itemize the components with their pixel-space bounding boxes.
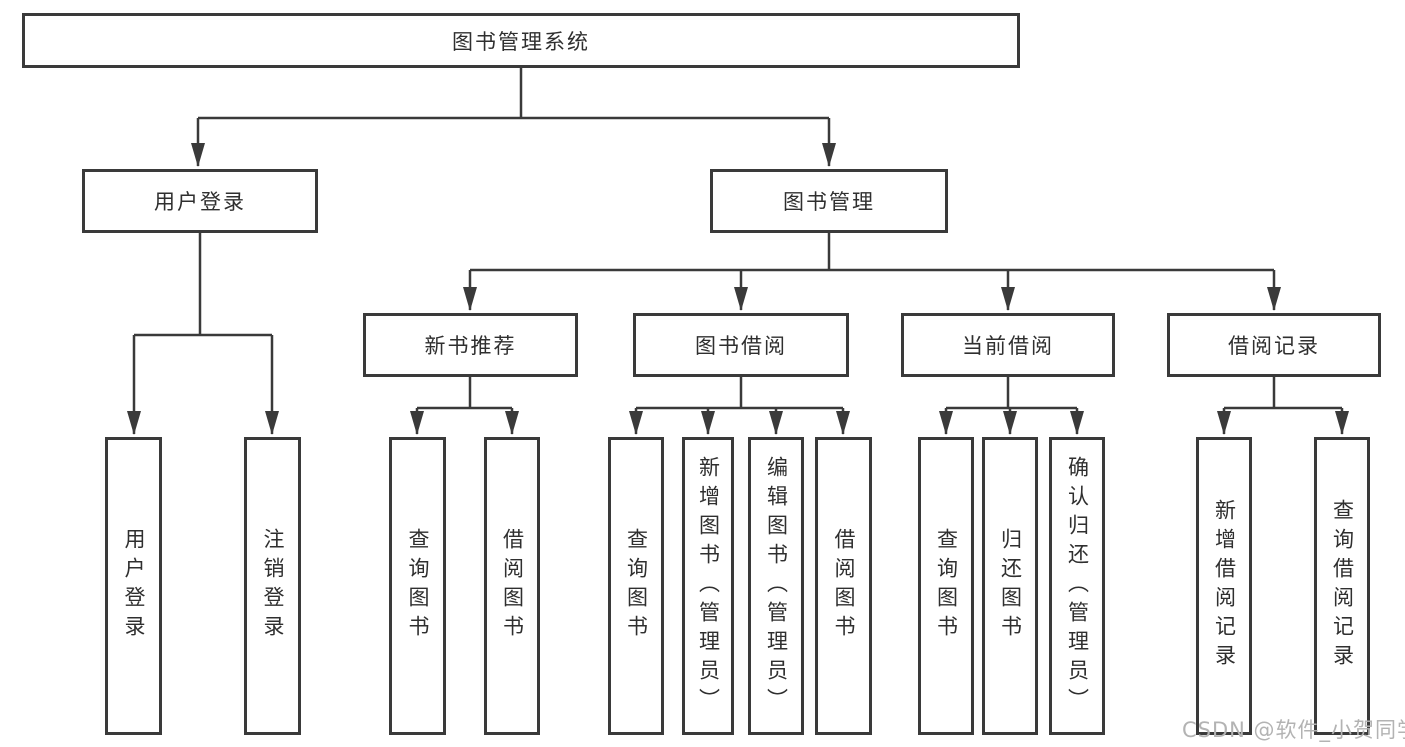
- node-current-borrow: 当前借阅: [901, 313, 1115, 377]
- node-label: 确认归还（管理员）: [1065, 455, 1090, 717]
- node-book-borrow: 图书借阅: [633, 313, 849, 377]
- node-label: 当前借阅: [962, 334, 1054, 358]
- node-label: 注销登录: [261, 528, 285, 644]
- leaf-logout: 注销登录: [244, 437, 301, 735]
- leaf-query-books-recommend: 查询图书: [389, 437, 446, 735]
- node-label: 新增图书（管理员）: [696, 455, 721, 717]
- leaf-user-login: 用户登录: [105, 437, 162, 735]
- node-label: 查询图书: [624, 528, 649, 644]
- node-book-management: 图书管理: [710, 169, 948, 233]
- leaf-query-books-current: 查询图书: [918, 437, 974, 735]
- node-label: 归还图书: [998, 528, 1023, 644]
- node-label: 图书管理: [783, 190, 875, 214]
- node-label: 新增借阅记录: [1212, 499, 1237, 673]
- node-borrow-records: 借阅记录: [1167, 313, 1381, 377]
- node-label: 借阅图书: [500, 528, 525, 644]
- node-label: 用户登录: [154, 190, 246, 214]
- node-label: 借阅记录: [1228, 334, 1320, 358]
- node-label: 编辑图书（管理员）: [764, 455, 789, 717]
- node-label: 用户登录: [122, 528, 146, 644]
- leaf-query-books-borrow: 查询图书: [608, 437, 664, 735]
- node-label: 借阅图书: [832, 528, 856, 644]
- leaf-query-borrow-record: 查询借阅记录: [1314, 437, 1370, 735]
- node-label: 图书借阅: [695, 334, 787, 358]
- node-label: 查询图书: [934, 528, 959, 644]
- leaf-add-book-admin: 新增图书（管理员）: [682, 437, 734, 735]
- leaf-borrow-books-recommend: 借阅图书: [484, 437, 540, 735]
- node-new-book-recommend: 新书推荐: [363, 313, 578, 377]
- leaf-return-book: 归还图书: [982, 437, 1038, 735]
- leaf-borrow-books: 借阅图书: [815, 437, 872, 735]
- leaf-edit-book-admin: 编辑图书（管理员）: [748, 437, 804, 735]
- node-label: 查询借阅记录: [1330, 499, 1355, 673]
- node-label: 查询图书: [406, 528, 430, 644]
- leaf-confirm-return-admin: 确认归还（管理员）: [1049, 437, 1105, 735]
- leaf-add-borrow-record: 新增借阅记录: [1196, 437, 1252, 735]
- csdn-watermark: CSDN @软件_小贺同学: [1182, 718, 1405, 742]
- node-library-system: 图书管理系统: [22, 13, 1020, 68]
- node-label: 图书管理系统: [452, 29, 590, 54]
- node-user-login: 用户登录: [82, 169, 318, 233]
- node-label: 新书推荐: [424, 334, 517, 358]
